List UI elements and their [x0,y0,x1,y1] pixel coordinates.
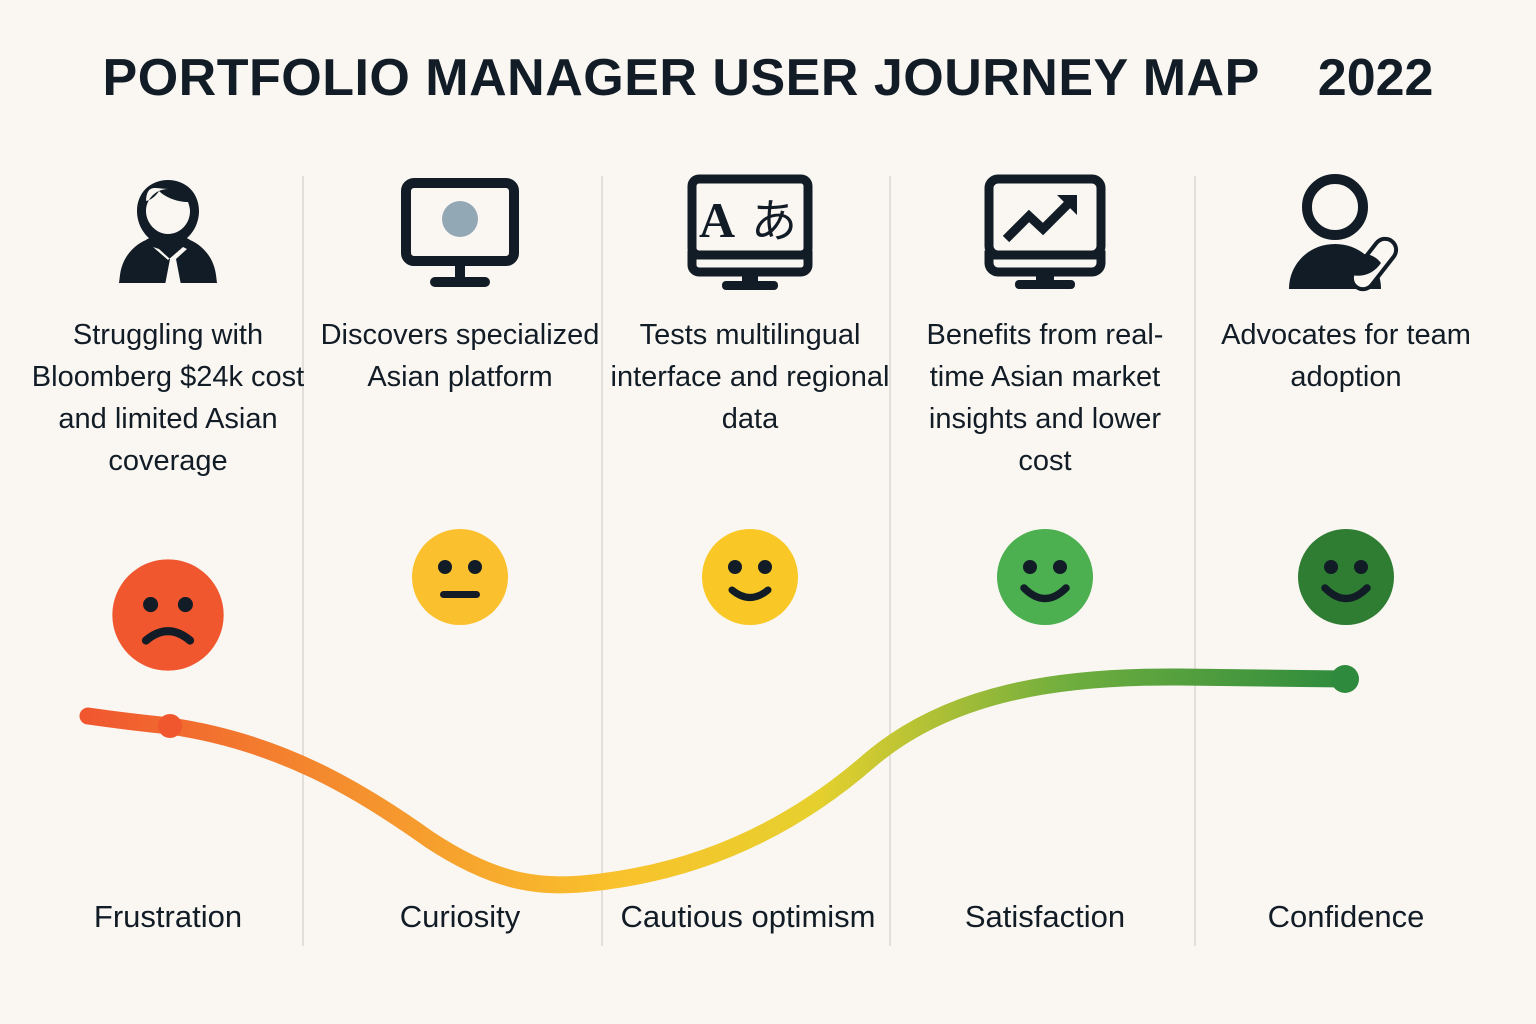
column-divider-1 [302,176,304,946]
column-divider-2 [601,176,603,946]
stage-frustration[interactable]: Struggling with Bloomberg $24k cost and … [18,168,318,482]
emotion-label-confidence: Confidence [1267,899,1425,934]
title-year: 2022 [1317,49,1434,107]
emotion-label-curiosity: Curiosity [399,899,521,934]
stage-satisfaction[interactable]: Benefits from real-time Asian market ins… [895,168,1195,482]
mood-face-curiosity [310,527,610,632]
stage-cautious-optimism[interactable]: A あ Tests multilingual interface and reg… [600,168,900,440]
curve-start-marker [158,714,182,738]
stage-curiosity[interactable]: Discovers specialized Asian platform [310,168,610,398]
stage-description: Discovers specialized Asian platform [320,319,600,394]
column-divider-3 [889,176,891,946]
page-title: PORTFOLIO MANAGER USER JOURNEY MAP 2022 [0,48,1536,108]
stage-description: Advocates for team adoption [1221,319,1471,394]
stage-description: Struggling with Bloomberg $24k cost and … [31,319,305,478]
mood-face-frustration [18,557,318,678]
businessman-icon [18,168,318,300]
mood-face-cautious-optimism [600,527,900,632]
monitor-icon [310,168,610,300]
stage-description: Tests multilingual interface and regiona… [610,319,890,436]
chart-monitor-icon [895,168,1195,300]
mood-face-confidence [1196,527,1496,632]
stage-confidence[interactable]: Advocates for team adoption [1196,168,1496,398]
main-title-text: PORTFOLIO MANAGER USER JOURNEY MAP [102,49,1260,107]
curve-end-marker [1331,665,1359,693]
column-divider-4 [1194,176,1196,946]
translate-japanese-glyph: あ [751,194,797,248]
translate-latin-glyph: A [699,192,735,248]
emotion-label-satisfaction: Satisfaction [964,899,1126,934]
emotion-curve-path [79,668,1354,894]
emotion-label-frustration: Frustration [93,899,243,934]
stage-description: Benefits from real-time Asian market ins… [926,319,1164,478]
translate-monitor-icon: A あ [600,168,900,300]
emotion-label-cautious-optimism: Cautious optimism [620,899,876,934]
mood-face-satisfaction [895,527,1195,632]
advocate-person-icon [1196,168,1496,300]
